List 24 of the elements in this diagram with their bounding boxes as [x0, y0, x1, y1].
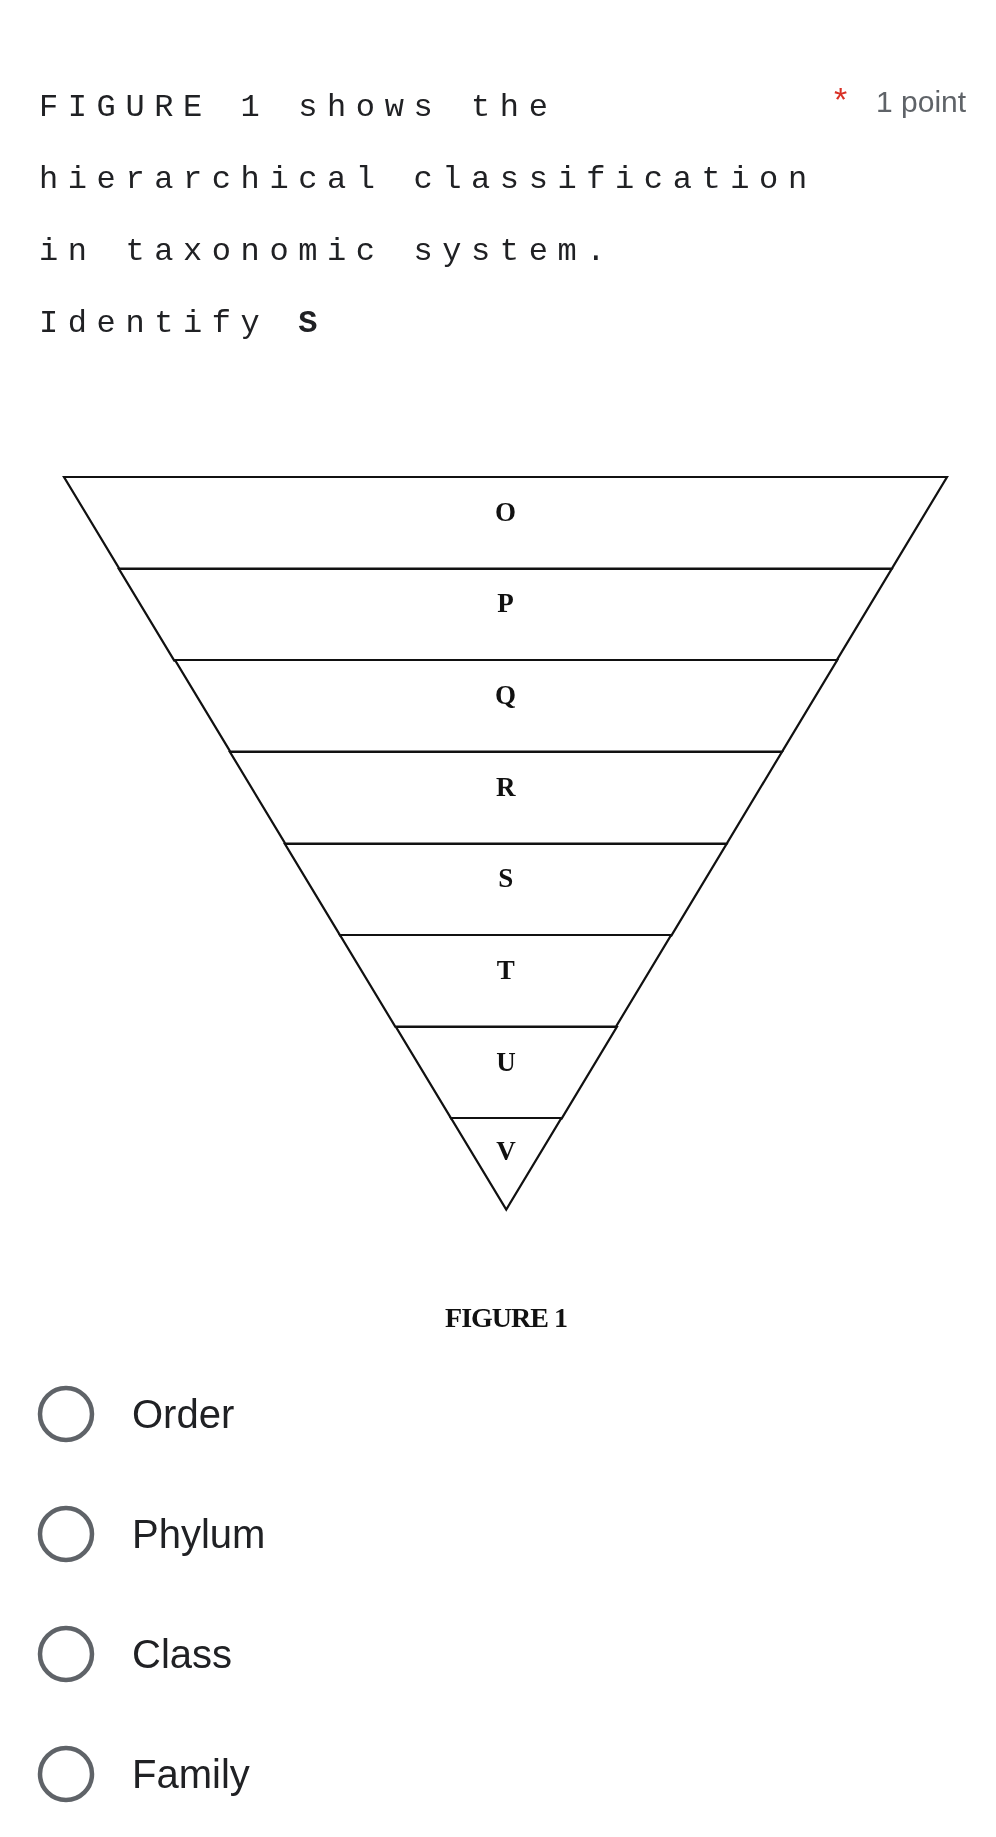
level-letter: U [496, 1046, 516, 1078]
radio-option: Family [36, 1742, 250, 1806]
level-letter: S [498, 863, 514, 895]
question-text: FIGURE 1 shows the hierarchical classification in taxonomic system. Identify S [39, 88, 818, 344]
level-letter: T [496, 954, 515, 986]
radio-option: Order [36, 1382, 235, 1446]
radio-option: Phylum [36, 1502, 266, 1566]
hierarchy-level-band [119, 568, 892, 661]
hierarchy-level-band [229, 751, 782, 844]
required-asterisk: * [834, 80, 848, 119]
radio-option: Class [36, 1622, 233, 1686]
level-letter: V [496, 1136, 516, 1168]
hierarchy-level-band [450, 1118, 562, 1210]
level-letter: R [495, 771, 516, 803]
level-letter: P [497, 588, 514, 620]
points-text: 1 point [876, 85, 967, 119]
hierarchy-level-band [340, 935, 672, 1027]
figure-caption: FIGURE 1 [444, 1302, 568, 1334]
hierarchy-level-band [174, 660, 837, 752]
hierarchy-level-band [285, 843, 727, 936]
hierarchy-level-band [64, 477, 947, 569]
level-letter: O [495, 496, 516, 528]
hierarchy-level-band [395, 1026, 617, 1119]
level-letter: Q [495, 680, 517, 712]
